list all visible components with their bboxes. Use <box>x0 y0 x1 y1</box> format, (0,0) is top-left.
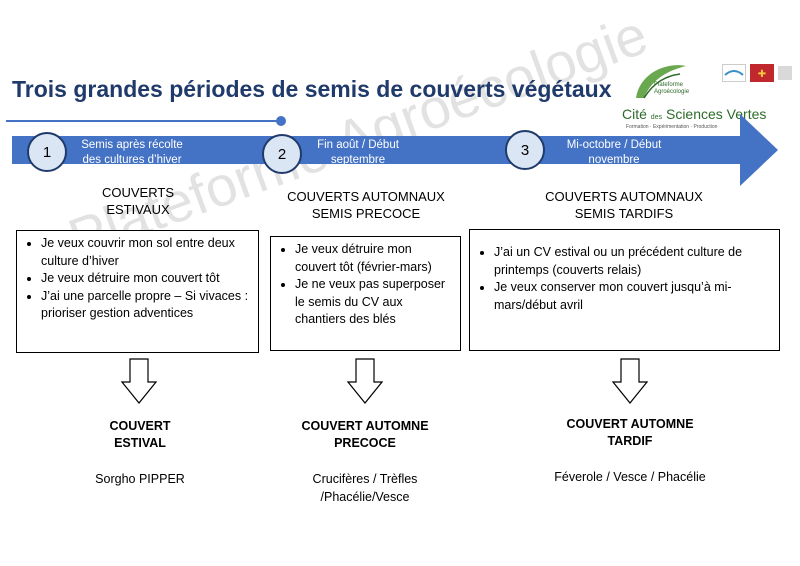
period-3-arrow-label-line1: Mi-octobre / Début <box>566 139 662 151</box>
period-3-heading-line2: SEMIS TARDIFS <box>574 206 674 221</box>
period-2-heading: COUVERTS AUTOMNAUX SEMIS PRECOCE <box>276 188 456 222</box>
period-2-down-arrow-icon <box>347 358 383 404</box>
period-3-criterion: Je veux conserver mon couvert jusqu’à mi… <box>494 279 773 314</box>
page-title: Trois grandes périodes de semis de couve… <box>12 76 612 102</box>
period-3-result-line1: COUVERT AUTOMNE <box>566 417 694 431</box>
period-2-result-line2: PRECOCE <box>334 436 396 450</box>
period-1-result: COUVERT ESTIVAL <box>80 418 200 452</box>
period-3-criterion: J’ai un CV estival ou un précédent cultu… <box>494 244 773 279</box>
period-2-species-line2: /Phacélie/Vesce <box>320 490 410 504</box>
period-3-result: COUVERT AUTOMNE TARDIF <box>555 416 705 450</box>
timeline-arrow <box>12 114 778 186</box>
period-3-down-arrow-icon <box>612 358 648 404</box>
period-3-species: Féverole / Vesce / Phacélie <box>530 468 730 486</box>
period-1-result-line2: ESTIVAL <box>114 436 166 450</box>
period-3-heading-line1: COUVERTS AUTOMNAUX <box>545 189 703 204</box>
period-1-heading: COUVERTS ESTIVAUX <box>78 184 198 218</box>
period-1-species: Sorgho PIPPER <box>70 470 210 488</box>
cite-sciences-vertes-logo: Plateforme Agroécologie Cité des Science… <box>620 60 766 138</box>
period-2-arrow-label-line1: Fin août / Début <box>317 139 399 151</box>
period-1-species-line1: Sorgho PIPPER <box>95 472 185 486</box>
svg-text:✚: ✚ <box>758 69 766 80</box>
period-1-arrow-label-line2: des cultures d’hiver <box>82 154 182 166</box>
period-2-criterion: Je ne veux pas superposer le semis du CV… <box>295 276 454 329</box>
partner-logo-1 <box>722 64 746 82</box>
logo-tagline: Formation · Expérimentation · Production <box>626 124 718 130</box>
period-3-number: 3 <box>505 130 545 170</box>
period-1-number: 1 <box>27 132 67 172</box>
period-2-criterion: Je veux détruire mon couvert tôt (févrie… <box>295 241 454 276</box>
period-2-criteria-box: Je veux détruire mon couvert tôt (févrie… <box>270 236 461 351</box>
period-3-criteria-box: J’ai un CV estival ou un précédent cultu… <box>469 229 780 351</box>
partner-logo-2: ✚ <box>750 64 774 82</box>
logo-brand-de: des <box>650 114 663 121</box>
title-underline <box>6 120 283 122</box>
period-1-arrow-label: Semis après récolte des cultures d’hiver <box>72 138 192 168</box>
leaf-icon <box>636 65 686 99</box>
period-1-heading-line1: COUVERTS <box>102 185 174 200</box>
period-2-heading-line1: COUVERTS AUTOMNAUX <box>287 189 445 204</box>
period-2-result-line1: COUVERT AUTOMNE <box>301 419 429 433</box>
period-3-species-line1: Féverole / Vesce / Phacélie <box>554 470 706 484</box>
period-1-arrow-label-line1: Semis après récolte <box>81 139 183 151</box>
period-1-criteria-box: Je veux couvrir mon sol entre deux cultu… <box>16 230 259 353</box>
period-1-result-line1: COUVERT <box>109 419 171 433</box>
period-1-criterion: J’ai une parcelle propre – Si vivaces : … <box>41 288 252 323</box>
title-underline-dot <box>276 116 286 126</box>
partner-logo-3 <box>778 66 792 80</box>
period-3-arrow-label-line2: novembre <box>588 154 640 166</box>
period-2-heading-line2: SEMIS PRECOCE <box>311 206 421 221</box>
period-2-result: COUVERT AUTOMNE PRECOCE <box>290 418 440 452</box>
period-1-down-arrow-icon <box>121 358 157 404</box>
period-3-result-line2: TARDIF <box>607 434 653 448</box>
period-1-heading-line2: ESTIVAUX <box>106 202 170 217</box>
period-2-number: 2 <box>262 134 302 174</box>
period-3-heading: COUVERTS AUTOMNAUX SEMIS TARDIFS <box>534 188 714 222</box>
logo-platform-text: Plateforme Agroécologie <box>654 82 690 95</box>
period-2-arrow-label-line2: septembre <box>330 154 386 166</box>
logo-brand-prefix: Cité <box>622 106 647 122</box>
period-2-species-line1: Crucifères / Trèfles <box>312 472 418 486</box>
period-1-criterion: Je veux détruire mon couvert tôt <box>41 270 252 288</box>
period-2-arrow-label: Fin août / Début septembre <box>298 138 418 168</box>
period-2-species: Crucifères / Trèfles /Phacélie/Vesce <box>290 470 440 506</box>
period-1-criterion: Je veux couvrir mon sol entre deux cultu… <box>41 235 252 270</box>
period-3-arrow-label: Mi-octobre / Début novembre <box>554 138 674 168</box>
